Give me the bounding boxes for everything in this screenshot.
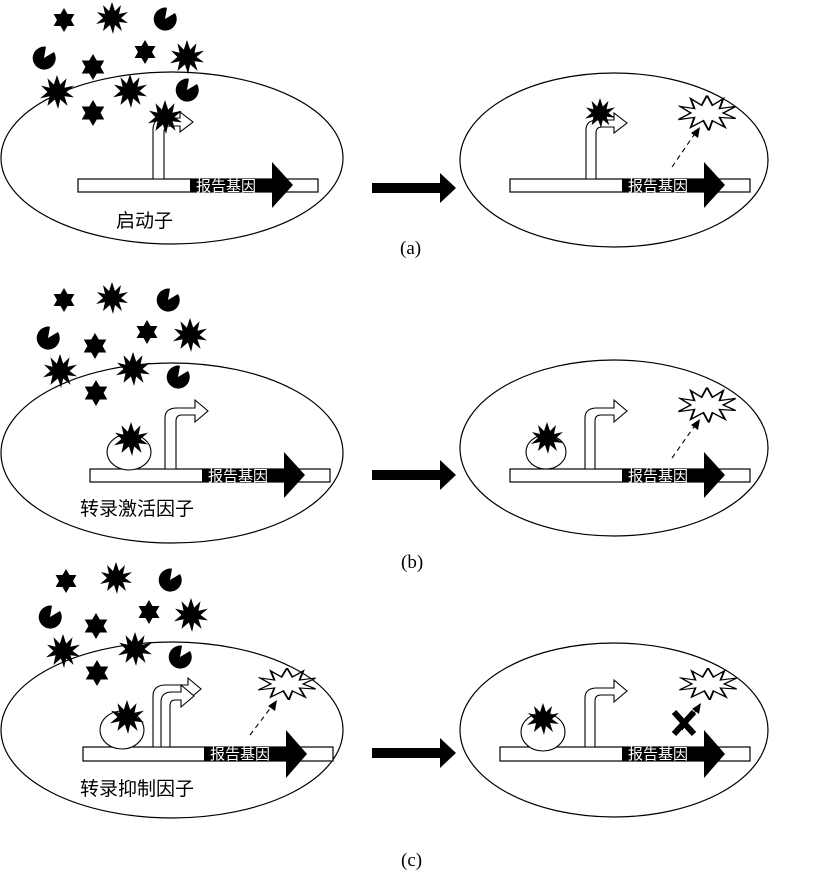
reporter-gene-arrow (202, 452, 305, 498)
reporter-gene-label: 报告基因 (628, 177, 688, 195)
burst-icon (170, 40, 204, 74)
reporter-gene-arrow (622, 730, 725, 778)
panel-a-result: 报告基因 (459, 72, 769, 248)
reporter-gene-label: 报告基因 (628, 467, 688, 485)
burst-icon (96, 282, 128, 314)
transcription-arrow-icon (164, 398, 209, 470)
transcription-arrow-icon (585, 111, 628, 180)
expression-arrow (249, 705, 273, 736)
panel-a: 报告基因 启动子 (0, 2, 344, 245)
star-icon (138, 600, 160, 624)
reporter-gene-label: 报告基因 (628, 745, 688, 763)
burst-icon (43, 354, 77, 388)
burst-icon (46, 634, 80, 668)
burst-icon (174, 598, 208, 632)
transcription-arrow-icon (584, 678, 628, 748)
x-mark-icon (671, 709, 697, 737)
transition-arrow-icon (372, 173, 456, 203)
arrowhead-icon (691, 127, 700, 138)
cell-outline (0, 641, 344, 819)
pacman-icon (32, 46, 56, 70)
pacman-icon (158, 568, 182, 592)
panel-label: (c) (401, 850, 422, 871)
star-icon (84, 380, 108, 406)
burst-icon (96, 2, 128, 34)
transcription-arrow-icon (152, 676, 202, 748)
panel-label: (a) (400, 238, 421, 259)
panel-label: (b) (401, 552, 423, 573)
cell-outline (459, 359, 769, 537)
pacman-icon (156, 288, 180, 312)
reporter-signal-icon (678, 387, 736, 423)
star-icon (83, 333, 107, 359)
transcription-arrow-icon (160, 683, 195, 748)
multiple-transcription-arrows (152, 676, 202, 748)
reporter-gene-label: 报告基因 (210, 745, 270, 763)
transcription-arrow-icon (584, 398, 628, 470)
star-icon (84, 613, 108, 639)
reporter-gene-arrow (622, 452, 725, 498)
transition-arrow-icon (372, 460, 456, 490)
pacman-icon (36, 326, 60, 350)
reporter-gene-arrow (204, 730, 307, 778)
star-icon (55, 569, 77, 593)
reporter-signal-icon (679, 668, 737, 700)
star-icon (136, 320, 158, 344)
promoter-caption: 启动子 (116, 210, 173, 232)
pacman-icon (166, 365, 190, 389)
star-icon (85, 660, 109, 686)
panel-b: a 报告基因 转录激活因子 (0, 282, 344, 544)
star-icon (81, 54, 105, 80)
burst-icon (113, 74, 147, 108)
burst-icon (40, 75, 74, 109)
cell-outline (0, 362, 344, 544)
pacman-icon (153, 7, 177, 31)
transition-arrow-icon (372, 738, 456, 768)
reporter-signal-icon (258, 668, 316, 700)
inducer-cluster (32, 2, 204, 126)
burst-icon (100, 562, 132, 594)
panel-b-result: 报告基因 (459, 359, 769, 537)
reporter-gene-arrow (190, 162, 293, 208)
reporter-gene-label: 报告基因 (196, 177, 256, 195)
burst-icon (116, 352, 150, 386)
activator-caption: 转录激活因子 (80, 498, 194, 520)
expression-arrow (671, 423, 697, 459)
inducer-cluster (36, 282, 207, 406)
star-icon (53, 8, 75, 32)
cell-outline (0, 71, 344, 245)
panel-c-result: 报告基因 (459, 642, 769, 818)
arrowhead-icon (268, 700, 277, 711)
arrowhead-icon (691, 419, 700, 430)
pacman-icon (175, 78, 199, 102)
panel-c: 报告基因 转录抑制因子 (0, 562, 344, 819)
pacman-icon (168, 645, 192, 669)
repressor-caption: 转录抑制因子 (80, 778, 194, 800)
reporter-gene-arrow (622, 162, 725, 208)
arrowhead-icon (692, 703, 701, 714)
burst-icon (173, 318, 207, 352)
star-icon (81, 100, 105, 126)
burst-icon (118, 632, 152, 666)
pacman-icon (38, 605, 62, 629)
reporter-gene-label: 报告基因 (208, 467, 268, 485)
transcription-arrow-icon (152, 110, 194, 180)
inducer-cluster (38, 562, 208, 686)
cell-outline (459, 72, 769, 248)
star-icon (53, 288, 75, 312)
expression-arrow (671, 131, 697, 168)
star-icon (134, 40, 156, 64)
cell-outline (459, 642, 769, 818)
